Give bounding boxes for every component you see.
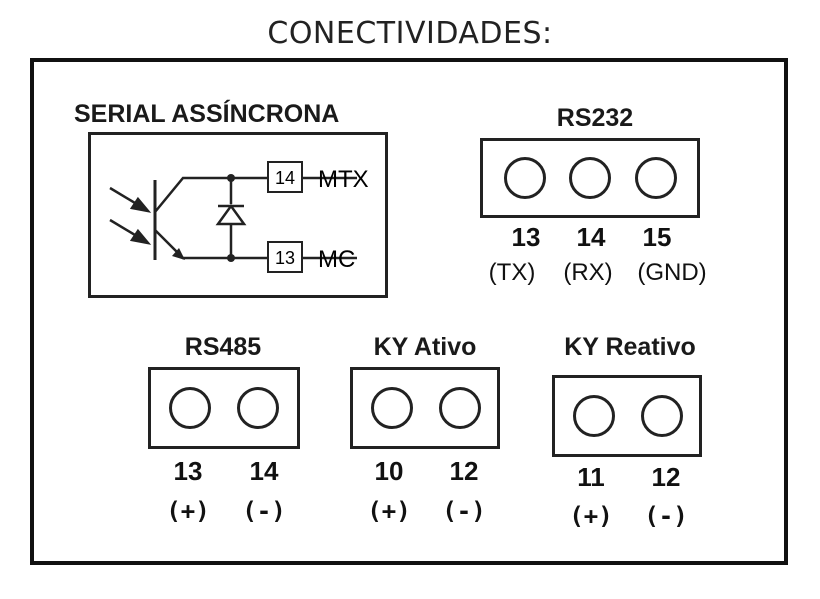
page-title: CONECTIVIDADES: <box>267 16 553 51</box>
ky-reativo-terminal-12 <box>641 395 683 437</box>
rs232-title: RS232 <box>556 104 634 132</box>
rs485-polarity: (+) <box>166 497 210 525</box>
rs485-connector <box>148 367 300 449</box>
ky-reativo-terminal-11 <box>573 395 615 437</box>
rs232-number: 13 <box>511 222 541 252</box>
rs232-number: 14 <box>576 222 606 252</box>
optocoupler-schematic: 14 MTX 13 MC <box>88 132 388 298</box>
rs485-terminal-14 <box>237 387 279 429</box>
ky-ativo-number: 12 <box>449 456 479 486</box>
rs485-title: RS485 <box>184 333 262 361</box>
ky-reativo-number: 11 <box>577 462 605 492</box>
rs232-signal: (TX) <box>488 259 536 286</box>
rs232-number: 15 <box>642 222 672 252</box>
rs485-terminal-13 <box>169 387 211 429</box>
ky-ativo-polarity: (-) <box>442 497 486 525</box>
pin-14-number: 14 <box>275 168 295 188</box>
connectivity-frame <box>30 58 788 565</box>
pin-mc-label: MC <box>318 246 355 273</box>
serial-title: SERIAL ASSÍNCRONA <box>74 100 340 128</box>
rs232-terminal-15 <box>635 157 677 199</box>
rs485-number: 14 <box>249 456 279 486</box>
rs232-terminal-14 <box>569 157 611 199</box>
pin-14-box <box>267 161 303 193</box>
ky-ativo-connector <box>350 367 500 449</box>
ky-ativo-number: 10 <box>374 456 404 486</box>
ky-reativo-polarity: (+) <box>569 502 613 530</box>
ky-ativo-terminal-10 <box>371 387 413 429</box>
ky-reativo-connector <box>552 375 702 457</box>
rs232-terminal-13 <box>504 157 546 199</box>
rs485-number: 13 <box>173 456 203 486</box>
pin-mtx-label: MTX <box>318 166 369 193</box>
pin-13-number: 13 <box>275 248 295 268</box>
ky-ativo-polarity: (+) <box>367 497 411 525</box>
ky-reativo-number: 12 <box>651 462 681 492</box>
rs232-signal: (GND) <box>637 259 707 286</box>
serial-box <box>88 132 388 298</box>
ky-reativo-polarity: (-) <box>644 502 688 530</box>
rs232-connector <box>480 138 700 218</box>
ky-ativo-terminal-12 <box>439 387 481 429</box>
rs485-polarity: (-) <box>242 497 286 525</box>
pin-13-box <box>267 241 303 273</box>
ky-reativo-title: KY Reativo <box>564 333 696 361</box>
ky-ativo-title: KY Ativo <box>373 333 477 361</box>
light-arrows-icon <box>109 186 152 245</box>
rs232-signal: (RX) <box>563 259 613 286</box>
